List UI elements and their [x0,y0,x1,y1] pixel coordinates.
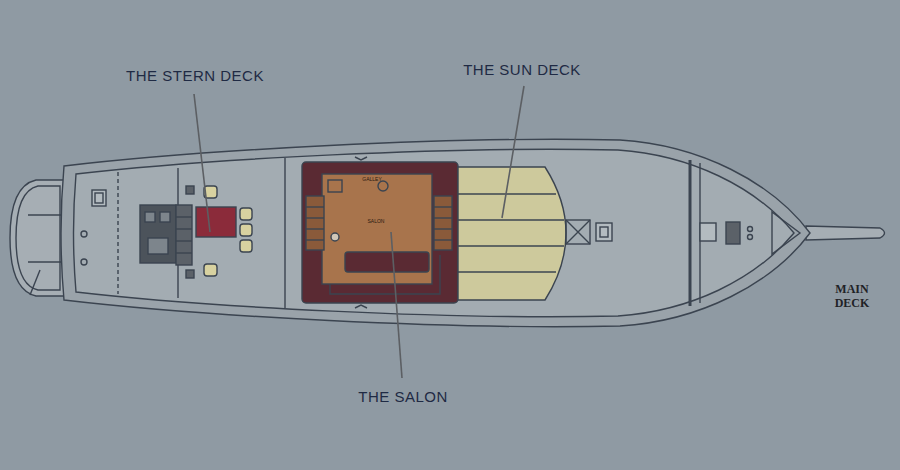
stairs [306,196,324,250]
console-detail [145,212,155,222]
deck-line [284,158,285,308]
seat [240,208,252,220]
sunbed [458,167,566,300]
fitting [186,186,194,194]
console-grid [176,205,192,265]
table [196,207,236,237]
room-label: GALLEY [357,176,387,182]
room-label: SALON [361,218,391,224]
hatch [566,220,590,244]
deck-rail [74,149,795,316]
windlass [726,222,740,244]
callout-label: THE SALON [338,388,468,406]
dinghy [10,180,64,296]
hatch-inner [95,193,103,203]
leader-line [391,232,402,378]
deck-line [117,172,118,294]
deck-beam [689,160,692,306]
callout-label: THE STERN DECK [110,67,280,85]
callout-label: THE SUN DECK [447,61,597,79]
hatch [596,223,612,241]
console-detail [160,212,170,222]
salon-floor [322,174,432,284]
cleat [81,259,87,265]
hatch [700,223,716,241]
helm-console [140,205,176,263]
bow-triangle [772,212,800,254]
seat [240,240,252,252]
plan-title: MAIN DECK [827,283,877,311]
leader-line [502,86,524,218]
cabin [302,162,458,303]
fitting [186,270,194,278]
seat [240,224,252,236]
stairs [434,196,452,250]
console-detail [148,238,168,254]
hull [61,139,810,326]
mast [331,233,339,241]
sink [378,181,388,191]
bowsprit [806,226,885,240]
cleat [81,231,87,237]
hatch [92,190,106,206]
salon-bench [345,252,429,272]
seat [204,264,217,276]
oar [30,270,40,295]
leader-line [194,94,210,232]
settee [330,255,440,294]
stove [328,180,342,192]
